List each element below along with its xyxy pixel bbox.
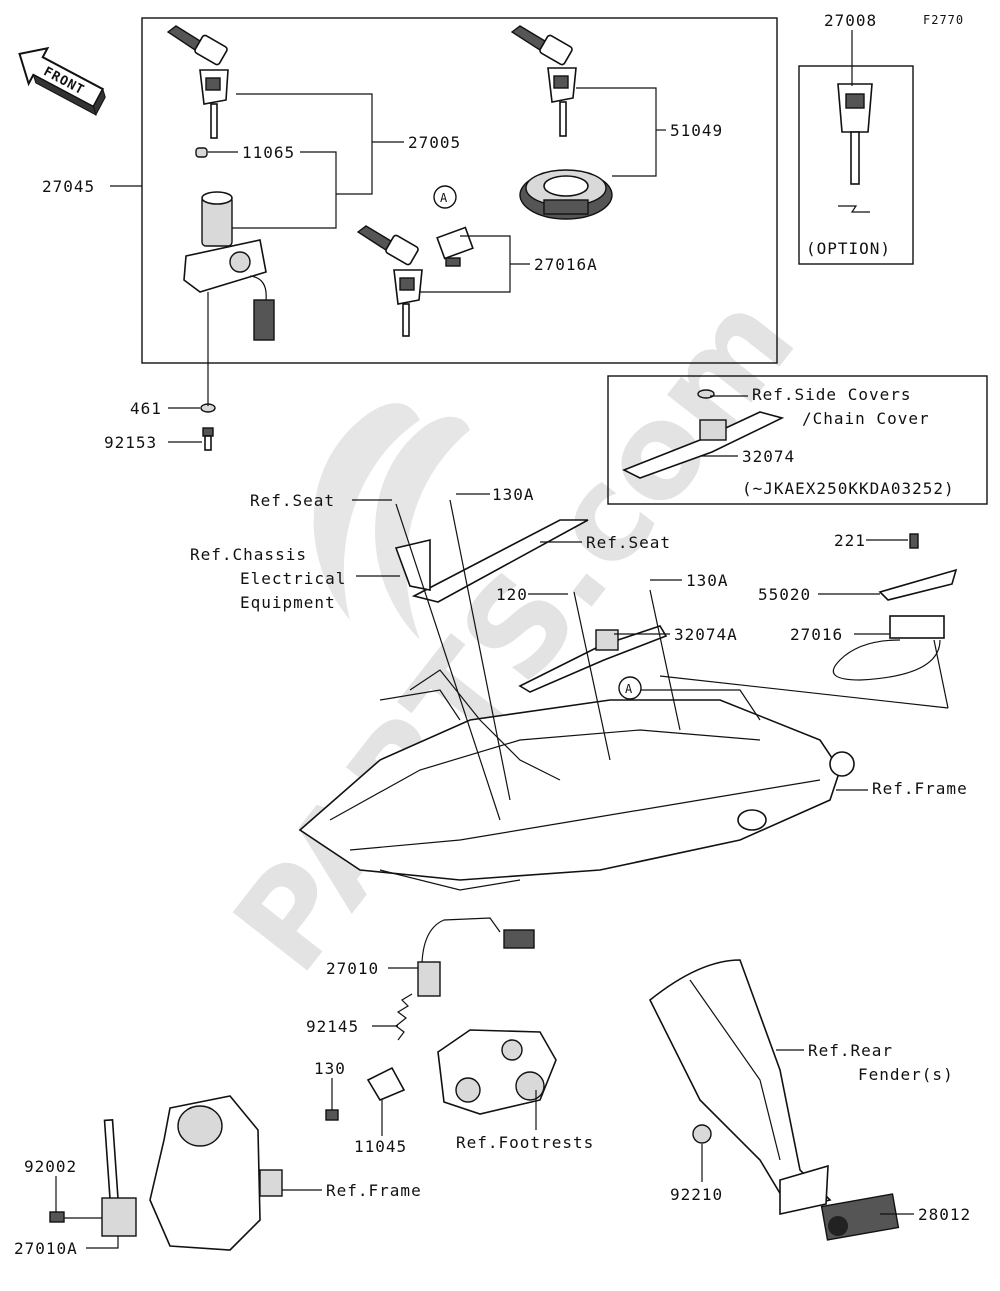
- seat-lock-icon: [832, 533, 958, 681]
- label-serial: (~JKAEX250KKDA03252): [742, 479, 955, 498]
- key-icon-27005: [166, 25, 229, 139]
- label-130: 130: [314, 1059, 346, 1078]
- label-130a-2: 130A: [686, 571, 729, 590]
- leader-130a-2: [649, 589, 681, 731]
- label-27005: 27005: [408, 133, 461, 152]
- label-27045: 27045: [42, 177, 95, 196]
- lower-frame-icon: [149, 1095, 283, 1251]
- label-28012: 28012: [918, 1205, 971, 1224]
- sidestand-switch-icon: [417, 917, 535, 997]
- frame-icon: [298, 669, 855, 891]
- nut-icon-92210: [692, 1124, 712, 1144]
- bolt-icon-92153: [202, 427, 214, 451]
- callout-a-top: A: [440, 191, 448, 205]
- footrest-bracket-icon: [437, 1029, 557, 1115]
- bolt-icon-130: [325, 1109, 339, 1121]
- label-11065: 11065: [242, 143, 295, 162]
- rear-fender-icon: [648, 959, 832, 1215]
- label-11045: 11045: [354, 1137, 407, 1156]
- label-ref-footrests: Ref.Footrests: [456, 1133, 594, 1152]
- label-27016: 27016: [790, 625, 843, 644]
- front-arrow-icon: FRONT: [18, 46, 106, 117]
- option-box: [798, 65, 914, 265]
- label-27008: 27008: [824, 11, 877, 30]
- plate-icon-11045: [366, 1066, 406, 1102]
- bracket-icon-32074a: [518, 625, 668, 693]
- label-32074: 32074: [742, 447, 795, 466]
- label-ref-chassis-1: Ref.Chassis: [190, 545, 307, 564]
- key-icon-27016a: [356, 225, 423, 337]
- callout-a-bottom-circle: [618, 676, 642, 700]
- leader-130a: [449, 499, 511, 801]
- label-ref-frame-1: Ref.Frame: [872, 779, 968, 798]
- callout-a-bottom: A: [625, 682, 633, 696]
- label-ref-chassis-2: Electrical: [240, 569, 346, 588]
- label-ref-chassis-3: Equipment: [240, 593, 336, 612]
- key-icon-51049: [510, 25, 577, 137]
- option-key-icon: [837, 83, 873, 213]
- leader-a-frame: [659, 675, 949, 709]
- label-55020: 55020: [758, 585, 811, 604]
- label-ref-frame-2: Ref.Frame: [326, 1181, 422, 1200]
- label-120: 120: [496, 585, 528, 604]
- fuel-cap-icon: [519, 169, 613, 220]
- label-ref-seat-1: Ref.Seat: [250, 491, 335, 510]
- label-461: 461: [130, 399, 162, 418]
- gear-position-switch-icon: [49, 1118, 137, 1237]
- label-27010a: 27010A: [14, 1239, 78, 1258]
- label-ref-side-covers-1: Ref.Side Covers: [752, 385, 912, 404]
- leader-lines: [55, 30, 914, 1249]
- leader-seat-bolt: [395, 503, 501, 821]
- label-ref-seat-2: Ref.Seat: [586, 533, 671, 552]
- label-130a-1: 130A: [492, 485, 535, 504]
- label-92002: 92002: [24, 1157, 77, 1176]
- reflector-icon: [820, 1193, 900, 1241]
- side-cover-box: [607, 375, 988, 505]
- leader-120: [573, 591, 611, 761]
- label-ref-rear-fender-1: Ref.Rear: [808, 1041, 893, 1060]
- label-92145: 92145: [306, 1017, 359, 1036]
- option-label: (OPTION): [806, 239, 891, 258]
- label-92153: 92153: [104, 433, 157, 452]
- immobilizer-amplifier-icon: A: [433, 185, 474, 267]
- leader-cable: [933, 639, 949, 709]
- label-ref-side-covers-2: /Chain Cover: [802, 409, 930, 428]
- label-221: 221: [834, 531, 866, 550]
- key-set-kit-box: [141, 17, 778, 364]
- label-51049: 51049: [670, 121, 723, 140]
- label-27016a: 27016A: [534, 255, 598, 274]
- label-32074a: 32074A: [674, 625, 738, 644]
- label-27010: 27010: [326, 959, 379, 978]
- label-92210: 92210: [670, 1185, 723, 1204]
- figure-code: F2770: [923, 13, 964, 27]
- ignition-switch-icon: [183, 147, 275, 341]
- label-ref-rear-fender-2: Fender(s): [858, 1065, 954, 1084]
- seat-bracket-icon: [394, 519, 589, 603]
- spring-icon: [395, 993, 413, 1041]
